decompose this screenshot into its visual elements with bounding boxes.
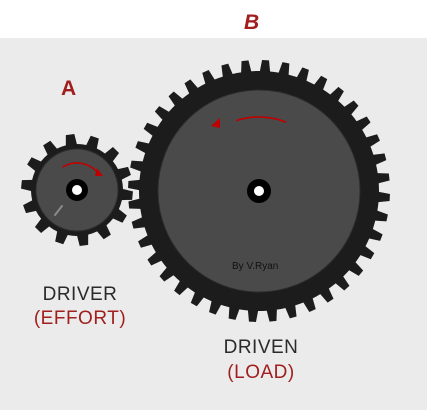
highlight-mark (54, 205, 63, 216)
gear-b-label: B (244, 11, 260, 34)
driven-gear (128, 60, 390, 322)
driver-rotation-arrow (62, 162, 100, 175)
gear-a-label: A (61, 77, 77, 100)
axle-hole (72, 185, 82, 195)
driven-arrowhead (211, 118, 220, 128)
driven-rotation-arrow (235, 116, 287, 123)
credit-text: By V.Ryan (232, 261, 279, 272)
driver-label: DRIVER (42, 284, 118, 305)
rotation-arrows (62, 116, 287, 176)
driver-arrowhead (95, 168, 103, 176)
driven-label: DRIVEN (223, 337, 299, 358)
axle-hole (254, 186, 264, 196)
effort-label: (EFFORT) (33, 308, 127, 329)
load-label: (LOAD) (227, 362, 295, 383)
